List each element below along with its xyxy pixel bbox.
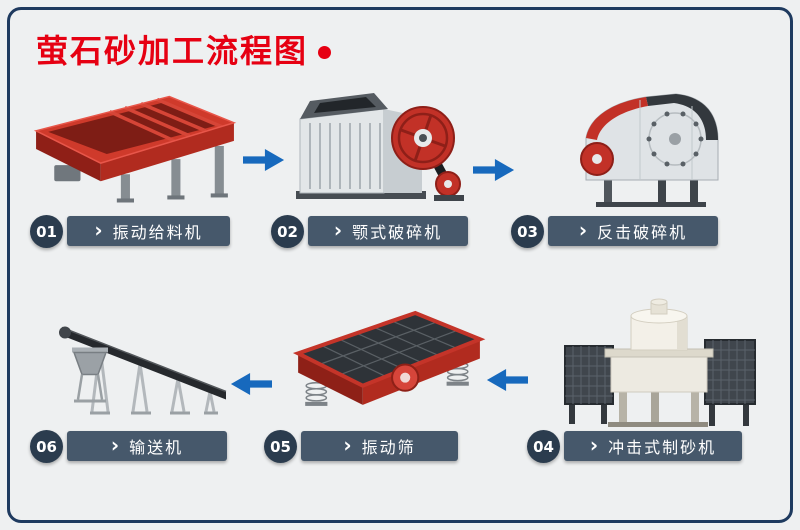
chevron-right-icon: ›	[343, 433, 352, 457]
step-number-03: 03	[511, 215, 544, 248]
step-label-text: 振动筛	[361, 438, 416, 457]
vsi-sand-maker-illustration	[552, 294, 764, 434]
page-title: 萤石砂加工流程图	[36, 32, 309, 70]
step-label-belt-conveyor: › 输送机	[67, 431, 227, 461]
flow-arrow-right-1-icon	[243, 146, 285, 174]
step-label-text: 冲击式制砂机	[608, 438, 717, 457]
chevron-right-icon: ›	[94, 218, 103, 242]
flow-arrow-left-1-icon	[486, 366, 528, 394]
step-label-vibrating-screen: › 振动筛	[301, 431, 458, 461]
step-label-text: 输送机	[129, 438, 184, 457]
title-dot	[318, 46, 331, 59]
chevron-right-icon: ›	[589, 433, 599, 457]
step-number-02: 02	[271, 215, 304, 248]
belt-conveyor-illustration	[48, 306, 238, 424]
chevron-right-icon: ›	[578, 218, 588, 242]
jaw-crusher-illustration	[286, 80, 466, 212]
step-label-vsi-sand-maker: › 冲击式制砂机	[564, 431, 742, 461]
step-label-vibrating-feeder: › 振动给料机	[67, 216, 230, 246]
step-label-text: 振动给料机	[112, 223, 203, 242]
flow-arrow-right-2-icon	[473, 156, 515, 184]
step-label-jaw-crusher: › 颚式破碎机	[308, 216, 468, 246]
vibrating-feeder-illustration	[28, 88, 240, 210]
flow-arrow-left-2-icon	[230, 370, 272, 398]
step-label-text: 颚式破碎机	[352, 223, 443, 242]
step-number-01: 01	[30, 215, 63, 248]
step-number-06: 06	[30, 430, 63, 463]
vibrating-screen-illustration	[286, 300, 488, 428]
step-label-text: 反击破碎机	[597, 223, 688, 242]
chevron-right-icon: ›	[110, 433, 120, 457]
step-number-04: 04	[527, 430, 560, 463]
step-number-05: 05	[264, 430, 297, 463]
impact-crusher-illustration	[570, 84, 730, 214]
step-label-impact-crusher: › 反击破碎机	[548, 216, 718, 246]
chevron-right-icon: ›	[333, 218, 343, 242]
